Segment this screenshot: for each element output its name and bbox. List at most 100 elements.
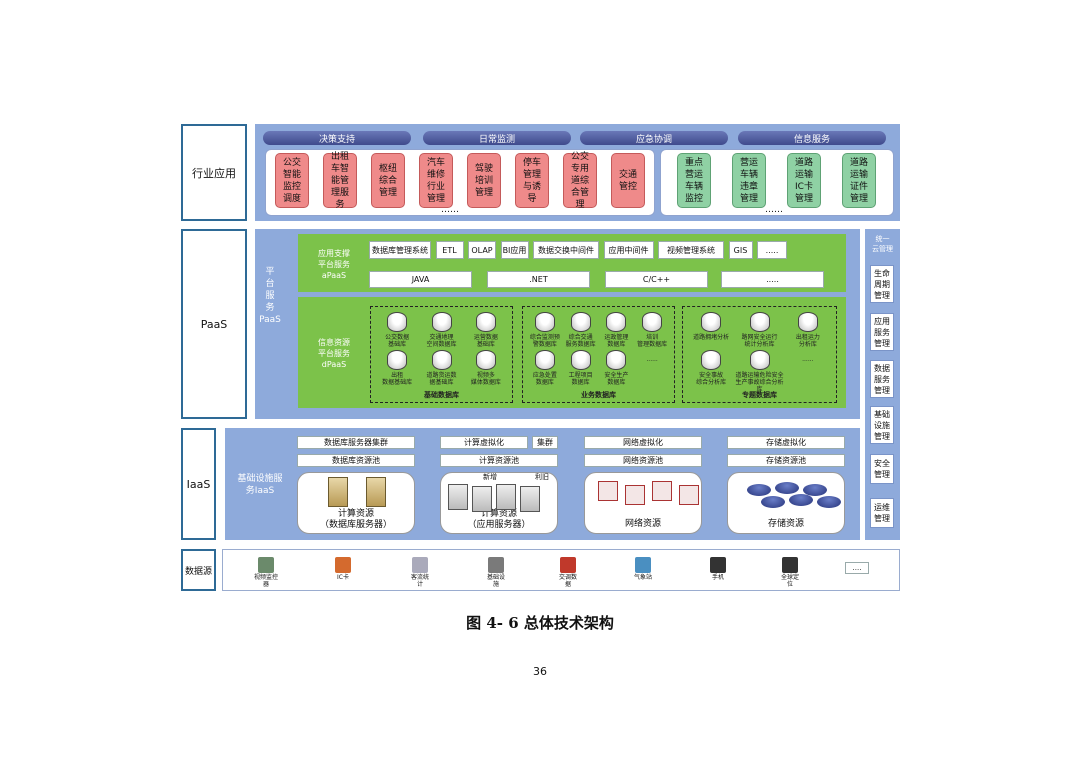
iaas-top-extra-1[interactable]: 集群	[532, 436, 558, 449]
db-label-1-bottom-1: 工程项目 数据库	[568, 372, 593, 386]
iaas-pool-1[interactable]: 计算资源池	[440, 454, 558, 467]
apaas-item-0[interactable]: 数据库管理系统	[369, 241, 431, 259]
datasource-label-5: 气象站	[633, 574, 652, 581]
switch-icon-2	[652, 481, 672, 501]
storage-icon-1	[775, 482, 799, 494]
apaas-lang-0[interactable]: JAVA	[369, 271, 472, 288]
apaas-item-8[interactable]: .....	[757, 241, 787, 259]
app-pill-3[interactable]: 信息服务	[738, 131, 886, 145]
db-icon-2-bottom-1	[749, 350, 770, 370]
switch-icon-1	[625, 485, 645, 505]
db-label-1-top-1: 综合交通 服务数据库	[565, 334, 596, 348]
db-icon-0-top-2	[475, 312, 496, 332]
mgmt-item-3[interactable]: 基础 设施 管理	[870, 406, 894, 444]
storage-icon-2	[803, 484, 827, 496]
db-icon-1-top-1	[570, 312, 591, 332]
app-card-green-1[interactable]: 营运 车辆 违章 管理	[732, 153, 766, 208]
storage-icon-4	[789, 494, 813, 506]
db-label-2-top-0: 道路拥堵分析	[693, 334, 730, 341]
db-label-1-bottom-0: 应急处置 数据库	[532, 372, 557, 386]
iaas-resource-label-3: 存储资源	[767, 519, 804, 529]
iaas-pool-2[interactable]: 网络资源池	[584, 454, 702, 467]
db-label-2-bottom-0: 安全事故 综合分析库	[696, 372, 727, 386]
db-icon-1-top-0	[534, 312, 555, 332]
apaas-lang-3[interactable]: .....	[721, 271, 824, 288]
datasource-label-3: 基础设 施	[486, 574, 505, 588]
db-label-1-bottom-2: 安全生产 数据库	[604, 372, 629, 386]
datasource-icon-3	[488, 557, 504, 573]
app-card-red-4[interactable]: 驾驶 培训 管理	[467, 153, 501, 208]
apaas-item-6[interactable]: 视频管理系统	[658, 241, 724, 259]
app-card-red-2[interactable]: 枢纽 综合 管理	[371, 153, 405, 208]
db-icon-1-bottom-0	[534, 350, 555, 370]
app-card-red-0[interactable]: 公交 智能 监控 调度	[275, 153, 309, 208]
app-red-ellipsis: ……	[441, 205, 459, 215]
datasource-icon-2	[412, 557, 428, 573]
datasource-label-4: 交调数 据	[558, 574, 577, 588]
app-card-red-5[interactable]: 停车 管理 与诱 导	[515, 153, 549, 208]
db-label-2-bottom-1: 道路运输危险安全 生产事故综合分析库	[735, 372, 784, 393]
datasource-icon-6	[710, 557, 726, 573]
mgmt-item-5[interactable]: 运维 管理	[870, 498, 894, 528]
app-server-icon-2	[496, 484, 516, 510]
app-card-green-3[interactable]: 道路 运输 证件 管理	[842, 153, 876, 208]
datasource-label-2: 客流统 计	[410, 574, 429, 588]
storage-icon-0	[747, 484, 771, 496]
db-label-2-bottom-2: ......	[802, 356, 814, 363]
mgmt-title: 统一 云管理	[872, 235, 893, 253]
apaas-item-4[interactable]: 数据交换中间件	[533, 241, 599, 259]
iaas-note-1: 利旧	[535, 473, 549, 481]
db-group-0	[370, 306, 513, 403]
iaas-resource-label-2: 网络资源	[624, 519, 661, 529]
app-card-red-1[interactable]: 出租 车智 能管 理服 务	[323, 152, 357, 210]
db-icon-1-top-2	[606, 312, 627, 332]
db-label-0-top-1: 交通地理 空间数据库	[426, 334, 457, 348]
iaas-top-0[interactable]: 数据库服务器集群	[297, 436, 415, 449]
db-icon-0-bottom-1	[431, 350, 452, 370]
app-server-icon-3	[520, 486, 540, 512]
mgmt-item-1[interactable]: 应用 服务 管理	[870, 313, 894, 351]
iaas-pool-3[interactable]: 存储资源池	[727, 454, 845, 467]
db-label-0-bottom-2: 视频多 媒体数据库	[470, 372, 501, 386]
apaas-item-7[interactable]: GIS	[728, 241, 753, 259]
layer-label-iaas: IaaS	[181, 428, 216, 540]
mgmt-item-4[interactable]: 安全 管理	[870, 454, 894, 484]
app-card-red-6[interactable]: 公交 专用 道综 合管 理	[563, 152, 597, 210]
apaas-lang-2[interactable]: C/C++	[605, 271, 708, 288]
storage-icon-5	[817, 496, 841, 508]
app-card-red-3[interactable]: 汽车 维修 行业 管理	[419, 153, 453, 208]
datasource-icon-0	[258, 557, 274, 573]
switch-icon-3	[679, 485, 699, 505]
iaas-top-3[interactable]: 存储虚拟化	[727, 436, 845, 449]
mgmt-item-0[interactable]: 生命 周期 管理	[870, 265, 894, 303]
datasource-icon-5	[635, 557, 651, 573]
iaas-top-2[interactable]: 网络虚拟化	[584, 436, 702, 449]
datasource-icon-1	[335, 557, 351, 573]
app-card-red-7[interactable]: 交通 管控	[611, 153, 645, 208]
iaas-pool-0[interactable]: 数据库资源池	[297, 454, 415, 467]
db-icon-2-top-1	[749, 312, 770, 332]
app-card-green-2[interactable]: 道路 运输 IC卡 管理	[787, 153, 821, 208]
mgmt-item-2[interactable]: 数据 服务 管理	[870, 360, 894, 398]
apaas-lang-1[interactable]: .NET	[487, 271, 590, 288]
storage-icon-3	[761, 496, 785, 508]
app-card-green-0[interactable]: 重点 营运 车辆 监控	[677, 153, 711, 208]
apaas-item-2[interactable]: OLAP	[468, 241, 496, 259]
app-pill-1[interactable]: 日常监测	[423, 131, 571, 145]
iaas-top-1[interactable]: 计算虚拟化	[440, 436, 528, 449]
db-label-2-top-1: 路网安全运行 统计分析库	[741, 334, 778, 348]
db-label-0-bottom-1: 道路货运数 据基础库	[426, 372, 457, 386]
db-label-1-top-3: 培训 管理数据库	[637, 334, 668, 348]
db-group-title-2: 专题数据库	[742, 391, 777, 399]
db-icon-0-bottom-2	[475, 350, 496, 370]
apaas-item-3[interactable]: BI应用	[500, 241, 529, 259]
page-number: 36	[533, 665, 547, 678]
apaas-item-5[interactable]: 应用中间件	[603, 241, 654, 259]
db-label-2-top-2: 出租运力 分析库	[795, 334, 820, 348]
db-label-0-top-0: 公交数据 基础库	[385, 334, 410, 348]
apaas-item-1[interactable]: ETL	[435, 241, 464, 259]
datasource-label-0: 视频监控 器	[253, 574, 278, 588]
datasource-more[interactable]: ....	[845, 562, 869, 574]
app-pill-0[interactable]: 决策支持	[263, 131, 411, 145]
app-pill-2[interactable]: 应急协调	[580, 131, 728, 145]
